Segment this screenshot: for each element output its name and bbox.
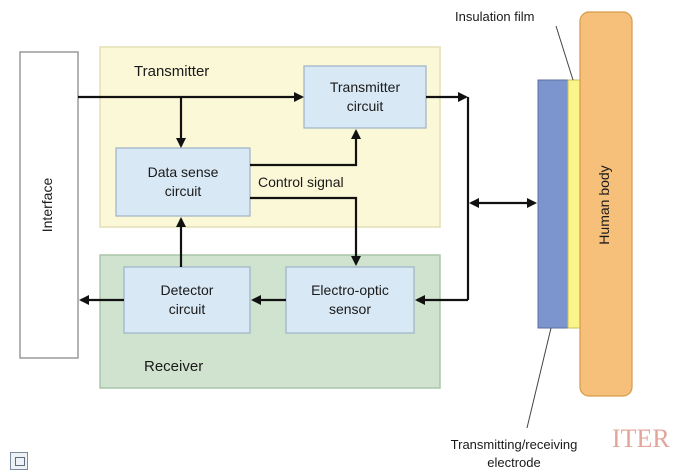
arrow-data-sense-to-transmitter [250, 129, 361, 167]
human-body-label: Human body [596, 165, 612, 245]
human-body [579, 11, 633, 397]
electrode-leader [526, 327, 552, 429]
receiver-label: Receiver [144, 358, 204, 375]
electro-optic-sensor-label: Electro-optic sensor [311, 282, 389, 317]
detector-circuit-box [123, 266, 251, 334]
interface-label: Interface [39, 177, 55, 233]
detector-circuit-label: Detector circuit [160, 282, 214, 317]
electrode [537, 79, 569, 329]
arrow-control-signal [250, 196, 361, 266]
interface-box [19, 51, 79, 359]
iter-watermark: ITER [612, 424, 670, 453]
data-sense-circuit-box [115, 147, 251, 217]
insulation-film-label: Insulation film [455, 9, 535, 24]
transmitter-circuit-box [303, 65, 427, 129]
electro-optic-sensor-box [285, 266, 415, 334]
insulation-leader [555, 25, 574, 81]
electrode-label: Transmitting/receiving electrode [450, 437, 578, 470]
copy-icon[interactable] [10, 452, 28, 470]
data-sense-circuit-label: Data sense circuit [147, 164, 219, 199]
control-signal-label: Control signal [258, 174, 344, 190]
transmitter-label: Transmitter [134, 63, 210, 80]
transmitter-circuit-label: Transmitter circuit [329, 79, 401, 114]
